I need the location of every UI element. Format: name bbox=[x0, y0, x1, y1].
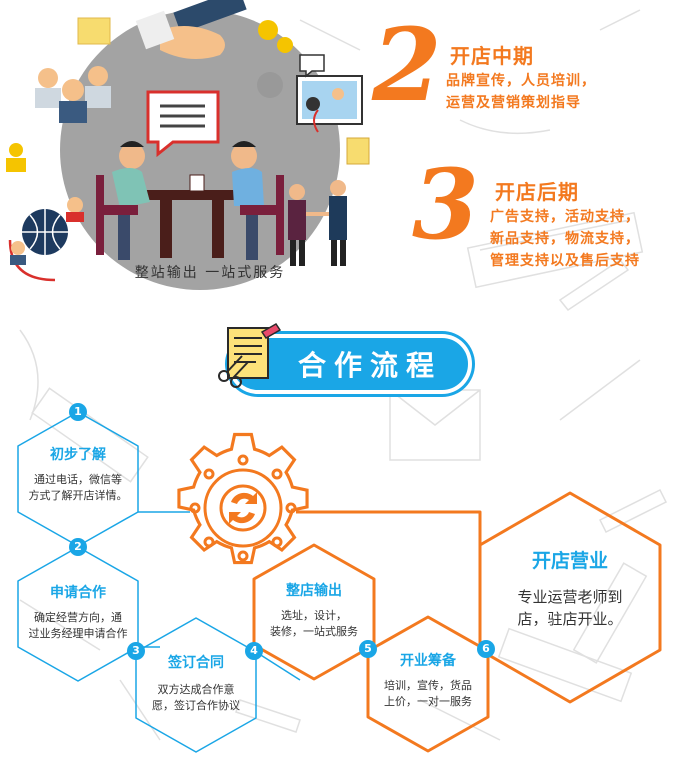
step-6-title: 开店营业 bbox=[531, 550, 608, 572]
hexagon-step-4 bbox=[252, 543, 376, 681]
step-3-desc: 双方达成合作意 bbox=[157, 683, 235, 696]
connector-line bbox=[296, 510, 482, 545]
step-6-badge: 6 bbox=[477, 640, 495, 658]
step-6-desc: 专业运营老师到 bbox=[517, 588, 623, 606]
step-2-desc: 过业务经理申请合作 bbox=[28, 627, 128, 640]
step-5-desc: 培训，宣传，货品 bbox=[384, 679, 472, 692]
step-2-badge: 2 bbox=[69, 538, 87, 556]
phase-line: 品牌宣传，人员培训， bbox=[446, 73, 596, 89]
step-5-badge: 5 bbox=[359, 640, 377, 658]
process-flow: 初步了解 通过电话，微信等 方式了解开店详情。 申请合作 确定经营方向，通 过业… bbox=[0, 400, 676, 761]
step-4-title: 整店输出 bbox=[286, 583, 342, 599]
phase-line: 广告支持，活动支持， bbox=[490, 209, 640, 225]
meeting-table bbox=[96, 141, 284, 260]
handshake-people bbox=[288, 180, 347, 266]
phase-title: 开店后期 bbox=[495, 180, 579, 204]
phase-number: 3 bbox=[412, 148, 479, 261]
banner-pill bbox=[232, 338, 468, 390]
team-icon bbox=[35, 66, 111, 123]
globe-icon bbox=[8, 197, 84, 282]
step-6-desc: 店，驻店开业。 bbox=[517, 610, 623, 628]
step-1-badge: 1 bbox=[69, 403, 87, 421]
illustration-caption: 整站输出 一站式服务 bbox=[134, 265, 286, 281]
step-5-desc: 上价，一对一服务 bbox=[384, 695, 472, 708]
phase-line: 运营及营销策划指导 bbox=[446, 95, 581, 111]
step-4-desc: 选址，设计， bbox=[281, 609, 347, 622]
phase-line: 管理支持以及售后支持 bbox=[490, 253, 640, 269]
step-4-desc: 装修，一站式服务 bbox=[270, 625, 358, 638]
phase-line: 新品支持，物流支持， bbox=[490, 231, 640, 247]
step-5-title: 开业筹备 bbox=[400, 653, 456, 669]
service-illustration bbox=[6, 0, 370, 290]
gear-refresh-icon bbox=[177, 432, 309, 565]
person-icon bbox=[6, 143, 26, 172]
step-1-title: 初步了解 bbox=[50, 447, 106, 463]
connector-line bbox=[255, 651, 301, 681]
step-3-badge: 3 bbox=[127, 642, 145, 660]
gear-icon bbox=[258, 20, 293, 53]
document-scissors-icon bbox=[218, 323, 282, 388]
step-1-desc: 通过电话，微信等 bbox=[34, 473, 122, 486]
notepad-icon bbox=[346, 137, 370, 165]
process-title: 合作流程 bbox=[297, 349, 442, 382]
step-2-title: 申请合作 bbox=[50, 585, 106, 601]
phase-number: 2 bbox=[372, 6, 442, 124]
hexagon-step-2 bbox=[17, 546, 139, 682]
step-4-badge: 4 bbox=[245, 642, 263, 660]
video-conference-icon bbox=[257, 54, 363, 133]
phase-title: 开店中期 bbox=[450, 44, 534, 68]
process-banner: 合作流程 bbox=[212, 323, 472, 398]
calendar-icon bbox=[77, 17, 111, 45]
step-3-title: 签订合同 bbox=[168, 655, 224, 671]
speech-bubble-icon bbox=[146, 90, 220, 158]
handshake-icon bbox=[135, 0, 247, 59]
step-2-desc: 确定经营方向，通 bbox=[34, 611, 122, 624]
step-3-desc: 愿，签订合作协议 bbox=[152, 699, 240, 712]
step-1-desc: 方式了解开店详情。 bbox=[28, 489, 128, 502]
